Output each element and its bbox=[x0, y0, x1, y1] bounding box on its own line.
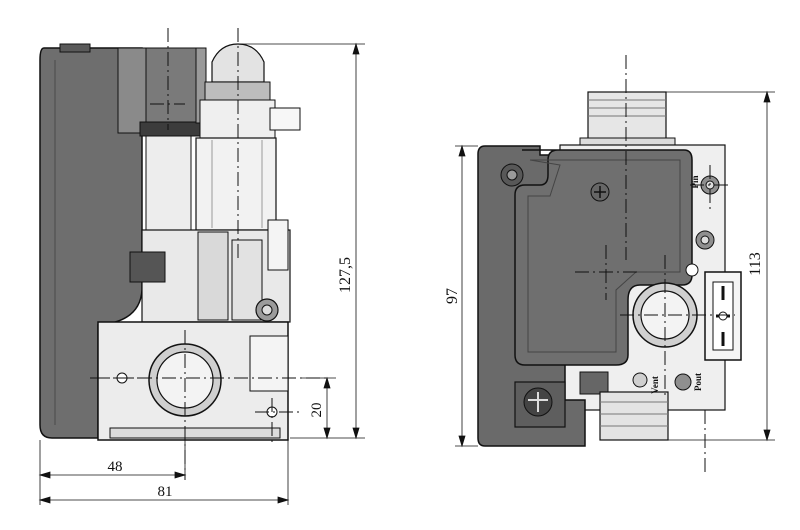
right-centre-lines bbox=[575, 55, 735, 475]
dim-centre-width-label: 48 bbox=[108, 459, 123, 475]
inlet-fitting bbox=[579, 91, 676, 151]
label-pout: Pout bbox=[693, 373, 703, 391]
left-dimensions bbox=[38, 42, 365, 505]
coil-assembly bbox=[195, 43, 301, 231]
lower-body bbox=[97, 321, 289, 441]
front-dark-cover bbox=[477, 145, 693, 447]
right-front-view: 97 113 Pin Pout Vent bbox=[444, 55, 775, 475]
left-centre-lines bbox=[90, 28, 330, 480]
dim-port-offset-label: 20 bbox=[309, 403, 325, 418]
left-side-view: 127,5 20 48 81 bbox=[38, 28, 365, 505]
dim-overall-width-label: 81 bbox=[158, 484, 173, 500]
label-vent: Vent bbox=[650, 376, 660, 394]
dark-cover bbox=[39, 43, 143, 439]
dim-height-left-label: 97 bbox=[444, 288, 461, 304]
right-dimensions bbox=[455, 90, 775, 448]
dim-height-right-label: 113 bbox=[747, 252, 764, 275]
dim-height-label: 127,5 bbox=[337, 257, 354, 293]
middle-body bbox=[129, 219, 291, 323]
bottom-fittings bbox=[514, 371, 669, 441]
electrical-connector bbox=[704, 271, 742, 361]
label-pin: Pin bbox=[690, 175, 700, 188]
